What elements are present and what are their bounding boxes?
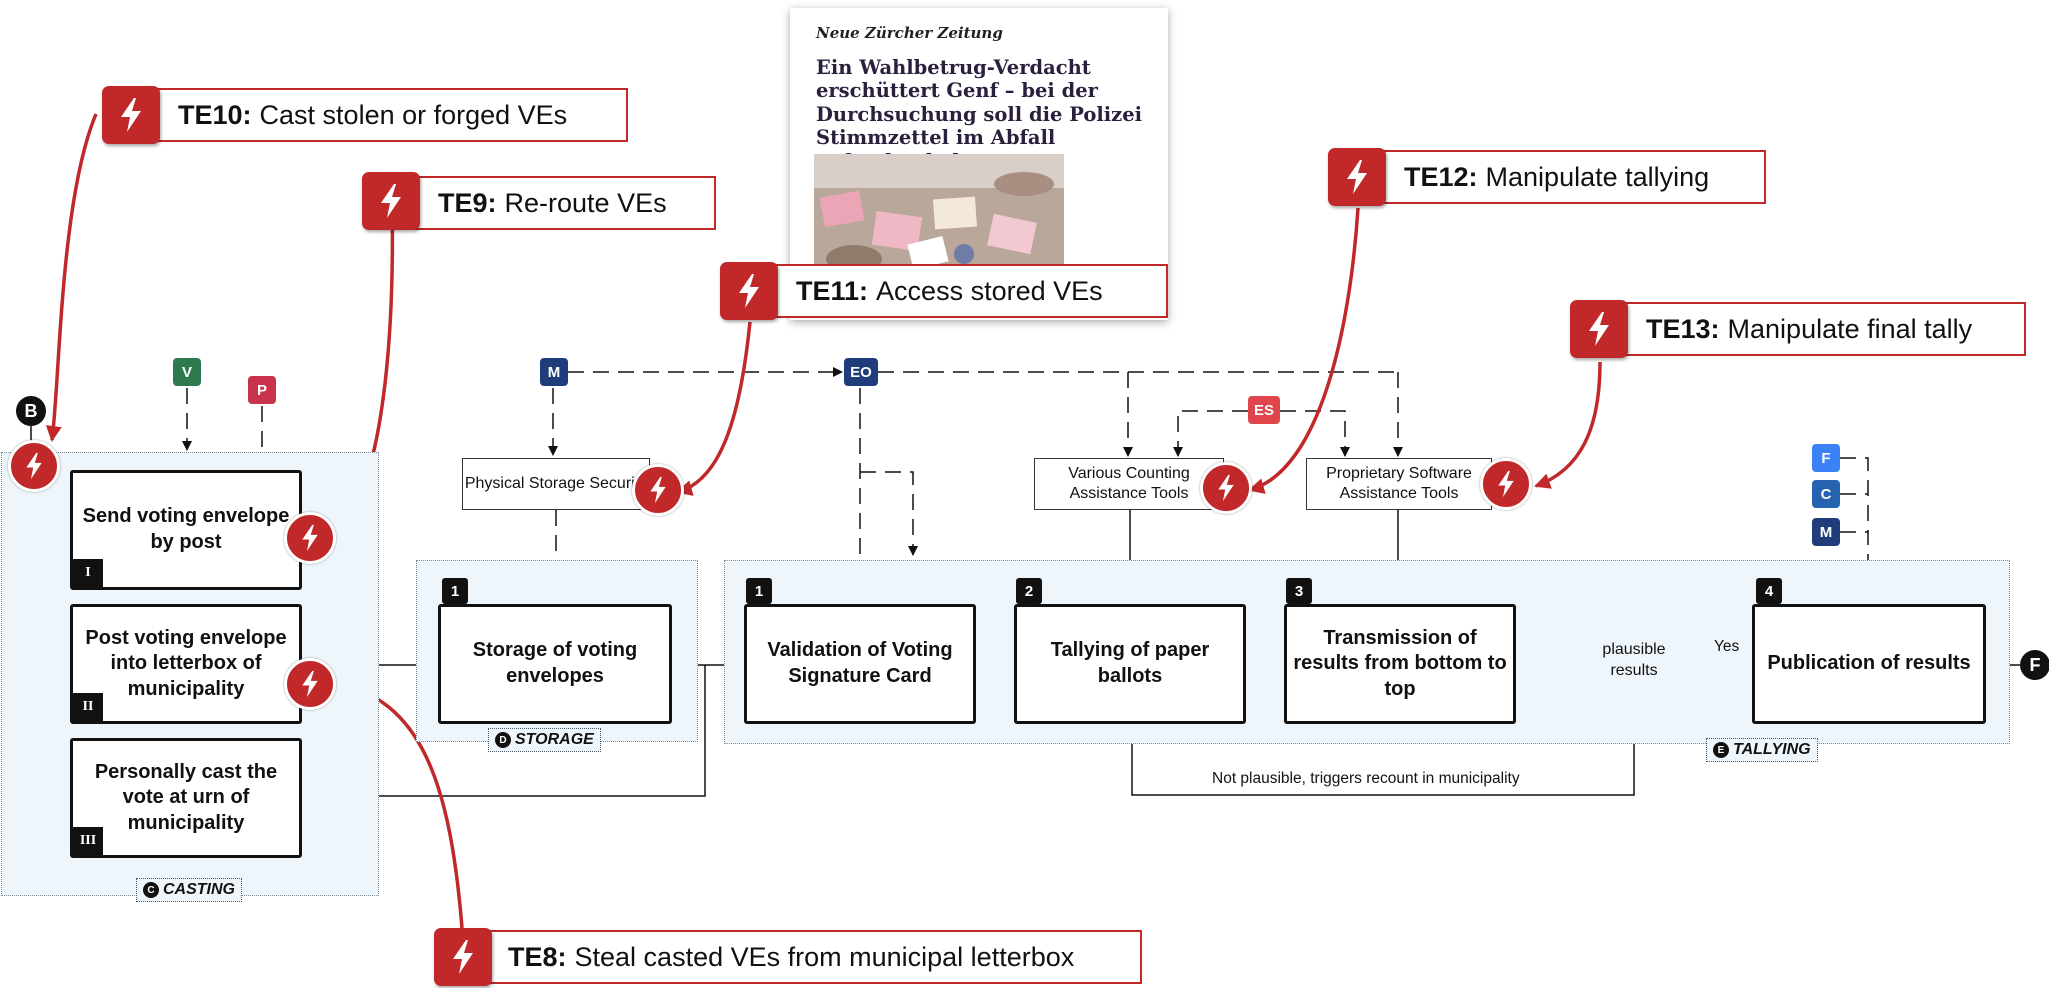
casting-zone-text: CASTING <box>163 881 235 898</box>
actor-federal: F <box>1812 444 1840 472</box>
tally-step-4-number: 4 <box>1756 578 1782 604</box>
threat-marker-casting <box>8 440 60 492</box>
decision-label: plausible results <box>1602 641 1666 679</box>
casting-zone-letter: C <box>143 882 159 898</box>
threat-te13-badge <box>1570 300 1628 358</box>
threat-te9-id: TE9: <box>438 187 497 218</box>
threat-te10-id: TE10: <box>178 99 252 130</box>
threat-te9-text: Re-route VEs <box>504 187 667 218</box>
storage-zone-label: D STORAGE <box>488 728 601 752</box>
threat-te12: TE12:Manipulate tallying <box>1356 150 1766 204</box>
threat-te12-id: TE12: <box>1404 161 1478 192</box>
storage-zone-letter: D <box>495 732 511 748</box>
step-tag-i: I <box>73 559 103 587</box>
step-storage: Storage of voting envelopes <box>438 604 672 724</box>
threat-marker-letterbox <box>284 658 336 710</box>
threat-marker-counting-tools <box>1200 462 1252 514</box>
tally-step-3-number: 3 <box>1286 578 1312 604</box>
lightning-bolt-icon <box>1498 470 1514 498</box>
threat-te10-text: Cast stolen or forged VEs <box>259 99 568 130</box>
lightning-bolt-icon <box>1218 474 1234 502</box>
lightning-bolt-icon <box>650 476 666 504</box>
casting-zone-label: C CASTING <box>136 878 242 902</box>
storage-step-number: 1 <box>442 578 468 604</box>
threat-te8-badge <box>434 928 492 986</box>
threat-te12-badge <box>1328 148 1386 206</box>
newspaper-photo <box>814 154 1064 274</box>
actor-voter: V <box>173 358 201 386</box>
threat-marker-software-tools <box>1480 458 1532 510</box>
threat-marker-storage-security <box>632 464 684 516</box>
actor-municipality-right: M <box>1812 518 1840 546</box>
lightning-bolt-icon <box>26 452 42 480</box>
step-publication: Publication of results <box>1752 604 1986 724</box>
threat-te10-badge <box>102 86 160 144</box>
decision-yes-label: Yes <box>1714 638 1740 655</box>
threat-te11-id: TE11: <box>796 275 869 306</box>
actor-municipality-top: M <box>540 358 568 386</box>
step-post-letterbox: Post voting envelope into letterbox of m… <box>70 604 302 724</box>
tallying-zone-letter: E <box>1713 742 1729 758</box>
end-terminal: F <box>2020 650 2049 680</box>
threat-te11-badge <box>720 262 778 320</box>
threat-te12-text: Manipulate tallying <box>1485 161 1710 192</box>
lightning-bolt-icon <box>453 940 473 974</box>
threat-te8-text: Steal casted VEs from municipal letterbo… <box>574 941 1075 972</box>
lightning-bolt-icon <box>121 98 141 132</box>
threat-te13-id: TE13: <box>1646 313 1720 344</box>
tool-proprietary-software: Proprietary Software Assistance Tools <box>1306 458 1492 510</box>
threat-te9-badge <box>362 172 420 230</box>
step-validation: Validation of Voting Signature Card <box>744 604 976 724</box>
lightning-bolt-icon <box>1347 160 1367 194</box>
lightning-bolt-icon <box>739 274 759 308</box>
step-tallying: Tallying of paper ballots <box>1014 604 1246 724</box>
actor-election-office: EO <box>844 358 878 386</box>
threat-te8: TE8:Steal casted VEs from municipal lett… <box>476 930 1142 984</box>
actor-post: P <box>248 376 276 404</box>
start-terminal: B <box>16 396 46 426</box>
threat-te10: TE10:Cast stolen or forged VEs <box>130 88 628 142</box>
step-transmission: Transmission of results from bottom to t… <box>1284 604 1516 724</box>
tallying-zone-text: TALLYING <box>1733 741 1811 758</box>
decision-no-label: Not plausible, triggers recount in munic… <box>1212 770 1520 787</box>
step-tag-iii: III <box>73 827 103 855</box>
storage-zone-text: STORAGE <box>515 731 594 748</box>
threat-te13: TE13:Manipulate final tally <box>1598 302 2026 356</box>
lightning-bolt-icon <box>381 184 401 218</box>
step-post-letterbox-text: Post voting envelope into letterbox of m… <box>85 626 287 700</box>
tool-counting-assistance: Various Counting Assistance Tools <box>1034 458 1224 510</box>
actor-election-software: ES <box>1248 396 1280 424</box>
step-send-by-post-text: Send voting envelope by post <box>82 505 290 553</box>
threat-te11: TE11:Access stored VEs <box>748 264 1168 318</box>
step-cast-at-urn: Personally cast the vote at urn of munic… <box>70 738 302 858</box>
lightning-bolt-icon <box>1589 312 1609 346</box>
tally-step-1-number: 1 <box>746 578 772 604</box>
tallying-zone-label: E TALLYING <box>1706 738 1818 762</box>
lightning-bolt-icon <box>302 524 318 552</box>
lightning-bolt-icon <box>302 670 318 698</box>
threat-te8-id: TE8: <box>508 941 567 972</box>
tally-step-2-number: 2 <box>1016 578 1042 604</box>
tool-physical-storage-security: Physical Storage Security <box>462 458 650 510</box>
threat-te9: TE9:Re-route VEs <box>390 176 716 230</box>
actor-canton: C <box>1812 480 1840 508</box>
threat-te11-text: Access stored VEs <box>876 275 1103 306</box>
threat-marker-send-by-post <box>284 512 336 564</box>
step-tag-ii: II <box>73 693 103 721</box>
step-send-by-post: Send voting envelope by post I <box>70 470 302 590</box>
step-cast-at-urn-text: Personally cast the vote at urn of munic… <box>94 760 278 834</box>
threat-te13-text: Manipulate final tally <box>1727 313 1973 344</box>
newspaper-masthead: Neue Zürcher Zeitung <box>816 24 1003 42</box>
